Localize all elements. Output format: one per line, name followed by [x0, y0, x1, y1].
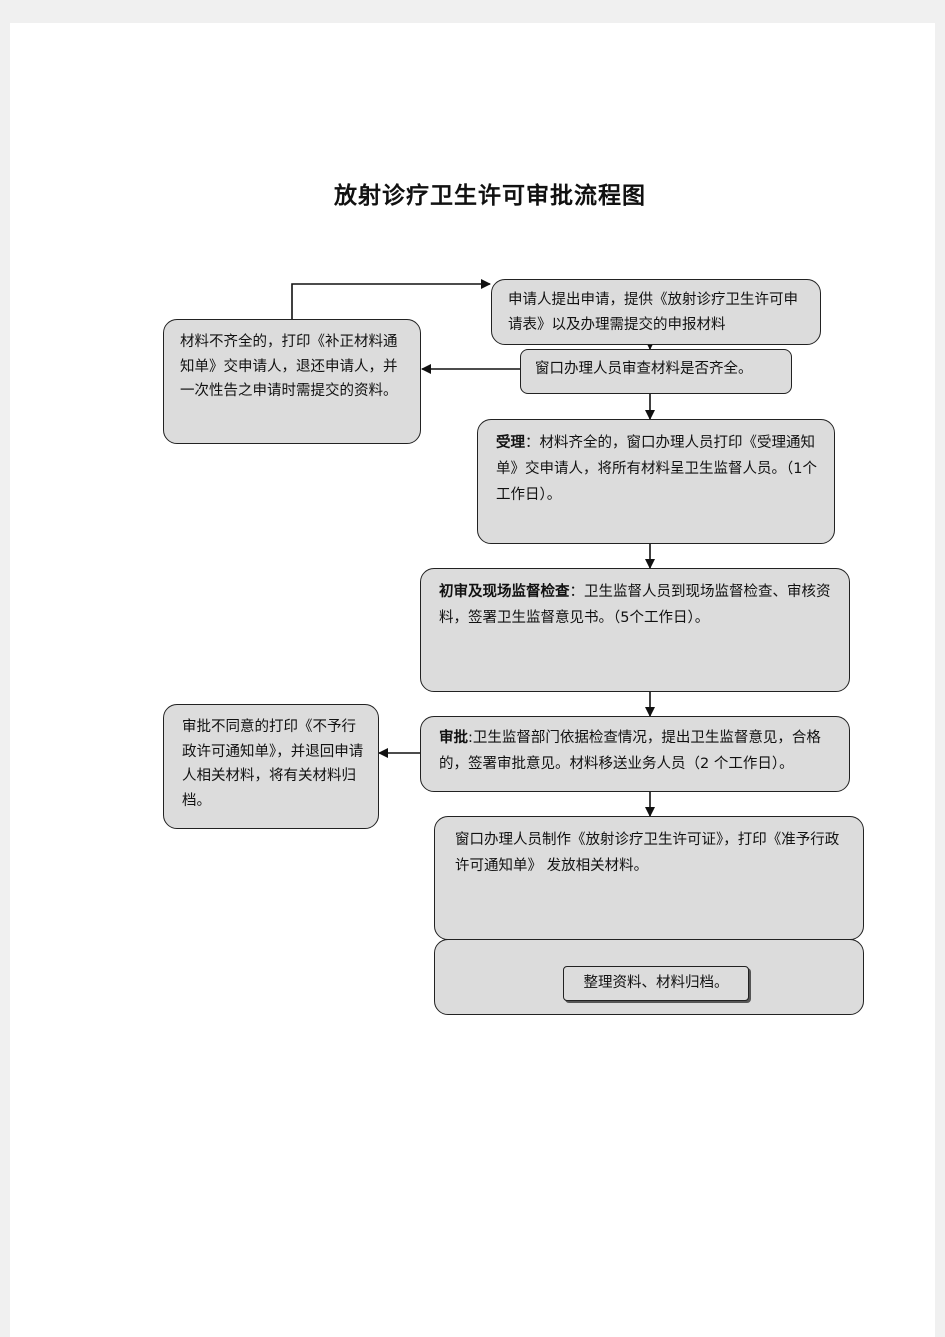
- incomplete-text: 材料不齐全的，打印《补正材料通知单》交申请人，退还申请人，并一次性告之申请时需提…: [180, 334, 398, 399]
- reject-text: 审批不同意的打印《不予行政许可通知单》，并退回申请人相关材料，将有关材料归档。: [182, 719, 364, 809]
- inspect-box: 初审及现场监督检查：卫生监督人员到现场监督检查、审核资料，签署卫生监督意见书。（…: [420, 568, 850, 692]
- page-title: 放射诊疗卫生许可审批流程图: [334, 182, 646, 209]
- review-window-box: 窗口办理人员审查材料是否齐全。: [520, 349, 792, 394]
- approve-text: :卫生监督部门依据检查情况，提出卫生监督意见，合格的，签署审批意见。材料移送业务…: [439, 730, 821, 772]
- archive-text: 整理资料、材料归档。: [583, 975, 729, 991]
- approve-label: 审批: [439, 730, 468, 746]
- issue-box: 窗口办理人员制作《放射诊疗卫生许可证》，打印《准予行政许可通知单》 发放相关材料…: [434, 816, 864, 940]
- accept-text: ：材料齐全的，窗口办理人员打印《受理通知单》交申请人，将所有材料呈卫生监督人员。…: [496, 435, 817, 503]
- apply-text: 申请人提出申请，提供《放射诊疗卫生许可申请表》以及办理需提交的申报材料: [508, 292, 798, 333]
- reject-box: 审批不同意的打印《不予行政许可通知单》，并退回申请人相关材料，将有关材料归档。: [163, 704, 379, 829]
- accept-label: 受理: [496, 435, 525, 451]
- inspect-text: ：卫生监督人员到现场监督检查、审核资料，签署卫生监督意见书。（5个工作日）。: [439, 584, 831, 626]
- review-window-text: 窗口办理人员审查材料是否齐全。: [535, 361, 753, 377]
- incomplete-box: 材料不齐全的，打印《补正材料通知单》交申请人，退还申请人，并一次性告之申请时需提…: [163, 319, 421, 444]
- apply-box: 申请人提出申请，提供《放射诊疗卫生许可申请表》以及办理需提交的申报材料: [491, 279, 821, 345]
- archive-box: 整理资料、材料归档。: [563, 966, 749, 1001]
- approve-box: 审批:卫生监督部门依据检查情况，提出卫生监督意见，合格的，签署审批意见。材料移送…: [420, 716, 850, 792]
- inspect-label: 初审及现场监督检查: [439, 584, 570, 600]
- issue-text: 窗口办理人员制作《放射诊疗卫生许可证》，打印《准予行政许可通知单》 发放相关材料…: [455, 832, 840, 874]
- accept-box: 受理：材料齐全的，窗口办理人员打印《受理通知单》交申请人，将所有材料呈卫生监督人…: [477, 419, 835, 544]
